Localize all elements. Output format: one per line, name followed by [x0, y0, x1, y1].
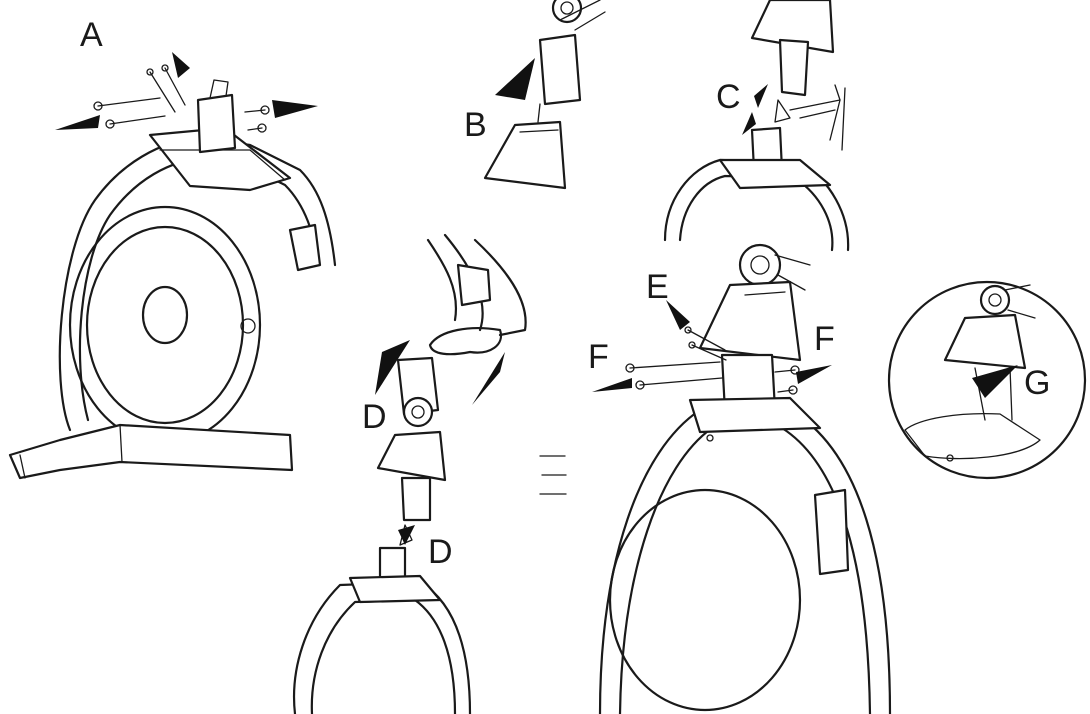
panel-a	[8, 52, 337, 480]
bolts-ef	[625, 326, 800, 395]
foot-cap-a	[19, 454, 26, 479]
top-plate-d	[348, 574, 442, 604]
label-d-lower: D	[428, 533, 453, 571]
mast-tab-a	[209, 79, 229, 99]
pivot-knob-g	[979, 284, 1011, 316]
arrow-d-down	[398, 525, 415, 545]
cover-g	[943, 313, 1027, 370]
arrow-f-left	[592, 378, 632, 392]
pivot-knob-d	[402, 396, 434, 428]
panel-g	[887, 280, 1087, 480]
top-plate-c	[718, 158, 832, 190]
arrow-c-down	[742, 112, 756, 135]
panel-ef	[592, 243, 892, 714]
panel-b	[483, 0, 606, 190]
zoom-circle-g	[887, 280, 1087, 480]
mast-stub-a	[196, 93, 237, 154]
arrow-left-a	[55, 115, 100, 130]
foot-tube-line-a	[119, 424, 123, 463]
side-knob-ef	[813, 488, 850, 576]
cover-c	[750, 0, 835, 54]
flywheel-mid	[85, 225, 245, 425]
shroud-outline-a	[58, 136, 337, 432]
mast-tube-c	[778, 38, 810, 97]
label-a: A	[80, 16, 103, 54]
mast-g	[974, 367, 1013, 421]
pivot-knob-ef	[738, 243, 782, 287]
arrow-b	[495, 58, 535, 100]
label-d-upper: D	[362, 398, 387, 436]
cover-d	[376, 430, 447, 482]
arrow-right-a	[272, 100, 318, 118]
mast-tube-b	[538, 33, 582, 106]
flywheel-bolt	[240, 318, 256, 334]
screws-a	[93, 64, 270, 133]
console-bracket-d	[456, 263, 492, 307]
panel-d	[293, 233, 527, 714]
pivot-knob-b	[551, 0, 583, 24]
label-e: E	[646, 268, 669, 306]
label-c: C	[716, 78, 741, 116]
mast-lower-d	[400, 476, 432, 522]
arrow-d-right	[472, 352, 505, 405]
label-g: G	[1024, 364, 1051, 402]
cover-b	[483, 120, 567, 190]
cable-c	[829, 84, 846, 151]
panel-c	[663, 0, 850, 252]
arrow-g	[972, 365, 1018, 398]
label-f-right: F	[814, 320, 835, 358]
flywheel-ef	[608, 488, 802, 712]
flywheel-hub	[141, 285, 189, 345]
arrow-e	[666, 300, 690, 330]
mast-upper-d	[396, 356, 440, 416]
handlebar-loop-d	[428, 327, 503, 356]
connector-c	[774, 99, 791, 123]
cover-ef	[698, 280, 802, 362]
mast-pin-b	[537, 103, 541, 123]
divider-marks	[539, 455, 567, 495]
foot-tube-a	[8, 423, 294, 480]
top-plate-edge-a	[159, 149, 286, 181]
flywheel-outer	[68, 205, 262, 445]
side-knob-a	[288, 223, 322, 272]
arrow-d-left	[375, 340, 410, 395]
shroud-inner-a	[78, 156, 320, 422]
arrow-c-up	[754, 84, 768, 108]
arrow-down-a	[172, 52, 190, 78]
plate-g	[904, 412, 1041, 460]
label-b: B	[464, 106, 487, 144]
top-plate-ef	[688, 396, 822, 434]
arrow-f-right	[796, 365, 832, 384]
label-f-left: F	[588, 338, 609, 376]
